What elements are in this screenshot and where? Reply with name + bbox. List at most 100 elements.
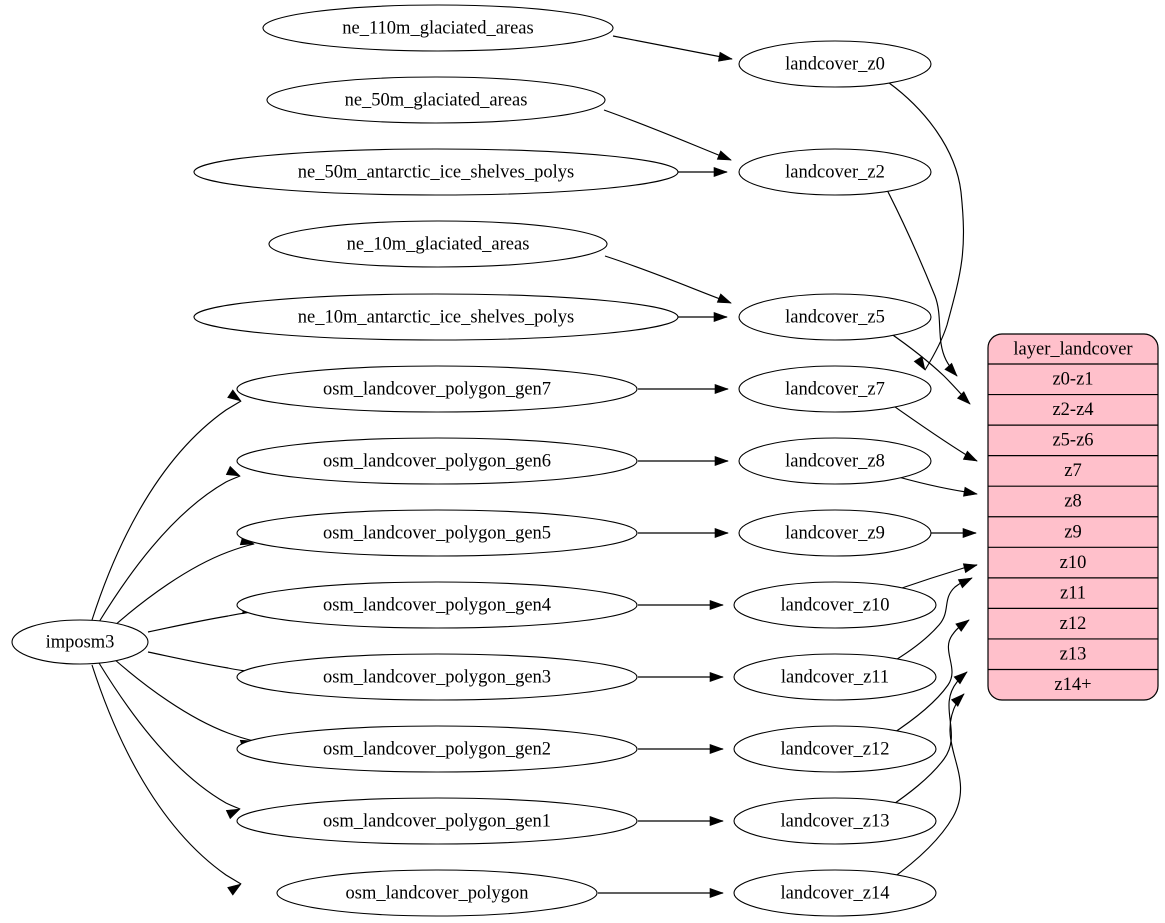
node-shape-osm_landcover_polygon [276,869,598,917]
layer-table-row-z14+[interactable]: z14+ [1054,675,1091,695]
node-osm_landcover_polygon_gen1[interactable]: osm_landcover_polygon_gen1 [236,797,638,845]
arrow-head-group [953,671,968,685]
arrow-head-icon [718,51,733,62]
node-osm_landcover_polygon[interactable]: osm_landcover_polygon [276,869,598,917]
node-shape-landcover_z12 [733,725,937,773]
node-landcover_z10[interactable]: landcover_z10 [733,581,937,629]
layer-table-row-z9[interactable]: z9 [1064,522,1081,542]
arrow-head-group [716,150,732,161]
node-label-landcover_z8: landcover_z8 [785,451,885,471]
node-landcover_z7[interactable]: landcover_z7 [738,365,932,413]
node-osm_landcover_polygon_gen6[interactable]: osm_landcover_polygon_gen6 [236,437,638,485]
node-ne_50m_glaciated_areas[interactable]: ne_50m_glaciated_areas [266,76,606,124]
arrow-head-icon [913,356,926,371]
nodes-layer: imposm3 ne_110m_glaciated_areas ne_50m_gla… [11,4,937,917]
node-landcover_z8[interactable]: landcover_z8 [738,437,932,485]
layer-table-row-z5-z6[interactable]: z5-z6 [1052,431,1093,451]
node-label-osm_landcover_polygon_gen7: osm_landcover_polygon_gen7 [323,379,551,399]
node-shape-osm_landcover_polygon_gen5 [236,509,638,557]
arrow-head-icon [716,293,732,304]
arrow-head-group [227,883,242,896]
node-landcover_z14[interactable]: landcover_z14 [733,869,937,917]
node-shape-ne_10m_glaciated_areas [268,220,608,268]
node-label-landcover_z12: landcover_z12 [781,739,890,759]
arrow-head-icon [944,362,958,377]
node-label-landcover_z5: landcover_z5 [785,307,885,327]
node-shape-landcover_z5 [738,293,932,341]
node-label-ne_110m_glaciated_areas: ne_110m_glaciated_areas [342,18,533,38]
node-ne_10m_glaciated_areas[interactable]: ne_10m_glaciated_areas [268,220,608,268]
node-shape-imposm3 [11,619,149,665]
node-landcover_z2[interactable]: landcover_z2 [738,148,932,196]
arrow-head-icon [709,815,724,827]
node-shape-osm_landcover_polygon_gen4 [236,581,638,629]
node-landcover_z12[interactable]: landcover_z12 [733,725,937,773]
node-label-landcover_z14: landcover_z14 [781,883,890,903]
node-osm_landcover_polygon_gen5[interactable]: osm_landcover_polygon_gen5 [236,509,638,557]
node-ne_10m_antarctic_ice_shelves_polys[interactable]: ne_10m_antarctic_ice_shelves_polys [193,293,679,341]
node-osm_landcover_polygon_gen7[interactable]: osm_landcover_polygon_gen7 [236,365,638,413]
layer-landcover-table[interactable]: layer_landcoverz0-z1z2-z4z5-z6z7z8z9z10z… [987,333,1159,701]
node-landcover_z0[interactable]: landcover_z0 [738,40,932,88]
node-landcover_z5[interactable]: landcover_z5 [738,293,932,341]
node-ne_110m_glaciated_areas[interactable]: ne_110m_glaciated_areas [262,4,614,52]
node-label-landcover_z7: landcover_z7 [785,379,885,399]
arrow-head-group [709,599,724,611]
node-label-landcover_z10: landcover_z10 [781,595,890,615]
arrow-head-group [956,391,971,405]
arrow-head-icon [709,887,724,899]
arrow-head-group [963,486,978,497]
arrow-head-icon [957,577,973,589]
node-shape-osm_landcover_polygon_gen2 [236,725,638,773]
node-label-osm_landcover_polygon_gen3: osm_landcover_polygon_gen3 [323,667,551,687]
node-label-imposm3: imposm3 [46,632,115,652]
node-shape-landcover_z7 [738,365,932,413]
arrow-head-group [955,619,970,632]
arrow-head-icon [225,808,241,820]
arrow-head-group [709,671,724,683]
node-osm_landcover_polygon_gen3[interactable]: osm_landcover_polygon_gen3 [236,653,638,701]
node-label-osm_landcover_polygon_gen4: osm_landcover_polygon_gen4 [323,595,551,615]
node-label-landcover_z11: landcover_z11 [781,667,889,687]
arrow-head-icon [713,166,728,178]
arrow-head-group [716,293,732,304]
arrow-head-icon [709,671,724,683]
node-shape-osm_landcover_polygon_gen3 [236,653,638,701]
node-shape-landcover_z9 [738,509,932,557]
node-shape-osm_landcover_polygon_gen6 [236,437,638,485]
layer-table-row-z0-z1[interactable]: z0-z1 [1052,370,1093,390]
layer-table-row-z12[interactable]: z12 [1060,614,1087,634]
layer-table-row-z10[interactable]: z10 [1060,553,1087,573]
arrow-head-icon [709,599,724,611]
arrow-head-group [714,527,729,539]
node-osm_landcover_polygon_gen2[interactable]: osm_landcover_polygon_gen2 [236,725,638,773]
arrow-head-icon [225,465,241,477]
arrow-head-icon [714,527,729,539]
layer-table-row-z8[interactable]: z8 [1064,492,1081,512]
layer-table-row-z7[interactable]: z7 [1064,461,1081,481]
node-shape-osm_landcover_polygon_gen7 [236,365,638,413]
arrow-head-group [962,563,978,574]
arrow-head-icon [713,311,728,323]
arrow-head-icon [953,671,968,685]
layer-table-row-z2-z4[interactable]: z2-z4 [1052,400,1093,420]
arrow-head-group [227,389,242,402]
arrow-head-group [913,356,926,371]
node-osm_landcover_polygon_gen4[interactable]: osm_landcover_polygon_gen4 [236,581,638,629]
node-label-ne_10m_glaciated_areas: ne_10m_glaciated_areas [347,234,530,254]
node-imposm3[interactable]: imposm3 [11,619,149,665]
arrow-head-group [957,577,973,589]
node-shape-ne_110m_glaciated_areas [262,4,614,52]
layer-table-row-z11[interactable]: z11 [1060,583,1086,603]
node-landcover_z13[interactable]: landcover_z13 [733,797,937,845]
layer-table-row-z13[interactable]: z13 [1060,644,1087,664]
arrow-head-group [713,311,728,323]
edge-imposm3-to-osm_landcover_polygon_gen5 [113,543,255,627]
node-landcover_z9[interactable]: landcover_z9 [738,509,932,557]
node-landcover_z11[interactable]: landcover_z11 [733,653,937,701]
node-shape-ne_10m_antarctic_ice_shelves_polys [193,293,679,341]
edge-landcover_z14-to-layer_row_z14+ [889,693,965,881]
node-ne_50m_antarctic_ice_shelves_polys[interactable]: ne_50m_antarctic_ice_shelves_polys [193,148,679,196]
